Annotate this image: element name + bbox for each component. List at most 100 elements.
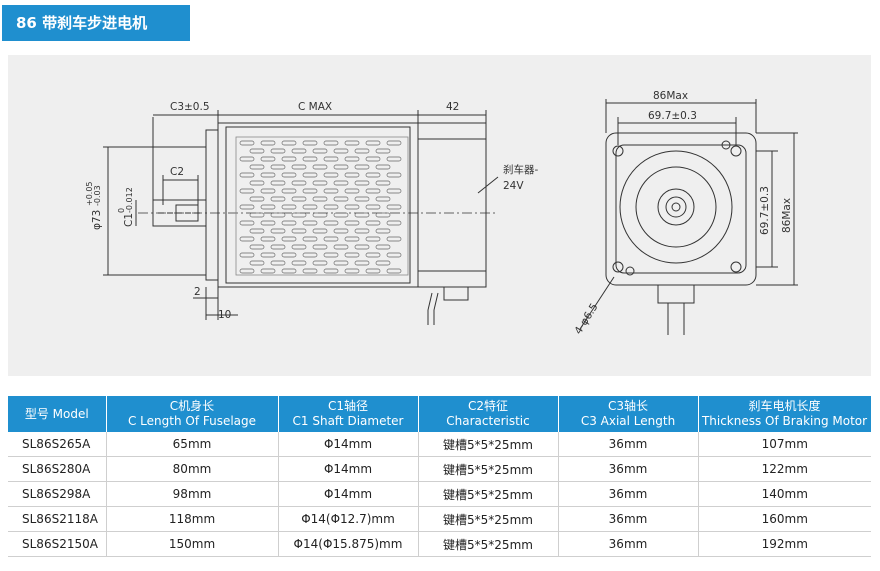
fin-slot bbox=[365, 220, 381, 226]
fin-slot bbox=[291, 260, 307, 266]
cell-shaft: Φ14(Φ15.875)mm bbox=[278, 531, 419, 557]
fin-slot bbox=[260, 252, 276, 258]
fin-slot bbox=[239, 268, 255, 274]
fin-slot bbox=[260, 220, 276, 226]
fin-slot bbox=[323, 236, 339, 242]
fin-slot bbox=[344, 156, 360, 162]
dim-hole-spacing-h: 69.7±0.3 bbox=[648, 110, 697, 122]
fin-slot bbox=[239, 236, 255, 242]
fin-slot bbox=[354, 180, 370, 186]
fin-slot bbox=[260, 204, 276, 210]
fin-slot bbox=[281, 268, 297, 274]
fin-slot bbox=[354, 196, 370, 202]
cell-shaft: Φ14mm bbox=[278, 432, 419, 457]
fin-slot bbox=[375, 244, 391, 250]
dim-10: 10 bbox=[218, 309, 231, 321]
fin-slot bbox=[333, 148, 349, 154]
cell-axial: 36mm bbox=[558, 531, 699, 557]
fin-slot bbox=[312, 196, 328, 202]
fin-slot bbox=[323, 252, 339, 258]
mount-hole bbox=[612, 145, 624, 157]
fin-slot bbox=[270, 148, 286, 154]
cell-shaft: Φ14mm bbox=[278, 481, 419, 507]
spec-table: 型号 Model C机身长 C Length Of Fuselage C1轴径 … bbox=[8, 396, 872, 557]
fin-slot bbox=[249, 180, 265, 186]
cell-model: SL86S265A bbox=[8, 432, 107, 457]
fin-slot bbox=[333, 196, 349, 202]
fin-slot bbox=[365, 204, 381, 210]
fin-slot bbox=[260, 188, 276, 194]
fin-slot bbox=[239, 188, 255, 194]
fin-slot bbox=[323, 172, 339, 178]
fin-slot bbox=[365, 236, 381, 242]
fin-slot bbox=[239, 156, 255, 162]
fin-slot bbox=[249, 196, 265, 202]
fin-slot bbox=[281, 156, 297, 162]
fin-slot bbox=[344, 236, 360, 242]
fin-slot bbox=[302, 140, 318, 146]
fin-slot bbox=[375, 260, 391, 266]
fin-slot bbox=[354, 244, 370, 250]
fin-slot bbox=[239, 252, 255, 258]
fin-slot bbox=[260, 236, 276, 242]
cell-axial: 36mm bbox=[558, 432, 699, 457]
col-header-braking: 刹车电机长度 Thickness Of Braking Motor bbox=[698, 396, 872, 432]
mount-hole bbox=[730, 145, 742, 157]
fin-slot bbox=[302, 204, 318, 210]
fin-slot bbox=[323, 188, 339, 194]
cell-characteristic: 键槽5*5*25mm bbox=[418, 432, 559, 457]
fin-slot bbox=[291, 148, 307, 154]
fin-slot bbox=[354, 260, 370, 266]
fin-slot bbox=[249, 244, 265, 250]
mount-hole bbox=[730, 261, 742, 273]
fin-slot bbox=[239, 140, 255, 146]
fin-slot bbox=[302, 188, 318, 194]
table-row: SL86S298A 98mm Φ14mm 键槽5*5*25mm 36mm 140… bbox=[8, 481, 871, 507]
fin-slot bbox=[249, 148, 265, 154]
technical-drawing: C3±0.5 C MAX 42 C2 刹车器- 24V 2 10 φ73 +0.… bbox=[8, 55, 871, 376]
fin-slot bbox=[302, 220, 318, 226]
mount-hole bbox=[612, 261, 624, 273]
fin-slot bbox=[333, 228, 349, 234]
fin-slot bbox=[386, 236, 402, 242]
fin-slot bbox=[344, 268, 360, 274]
dim-c2: C2 bbox=[170, 166, 184, 178]
fin-slot bbox=[239, 172, 255, 178]
table-row: SL86S2118A 118mm Φ14(Φ12.7)mm 键槽5*5*25mm… bbox=[8, 506, 871, 532]
fin-slot bbox=[386, 188, 402, 194]
fin-slot bbox=[249, 164, 265, 170]
front-boss bbox=[657, 188, 695, 226]
page-title: 86 带刹车步进电机 bbox=[2, 5, 190, 41]
fin-slot bbox=[323, 220, 339, 226]
fin-slot bbox=[344, 204, 360, 210]
fin-slot bbox=[375, 228, 391, 234]
cell-length: 150mm bbox=[106, 531, 279, 557]
fin-slot bbox=[354, 212, 370, 218]
fin-slot bbox=[249, 260, 265, 266]
col-header-shaft: C1轴径 C1 Shaft Diameter bbox=[278, 396, 419, 432]
fin-slot bbox=[249, 212, 265, 218]
fin-slot bbox=[239, 220, 255, 226]
dim-c1-lower: -0.012 bbox=[125, 187, 134, 213]
fin-slot bbox=[365, 268, 381, 274]
fin-slot bbox=[386, 204, 402, 210]
fin-slot bbox=[386, 156, 402, 162]
fin-slot bbox=[312, 164, 328, 170]
drawing-svg: C3±0.5 C MAX 42 C2 刹车器- 24V 2 10 φ73 +0.… bbox=[85, 90, 798, 337]
fin-slot bbox=[260, 140, 276, 146]
table-row: SL86S280A 80mm Φ14mm 键槽5*5*25mm 36mm 122… bbox=[8, 456, 871, 482]
brake-label-1: 刹车器- bbox=[503, 163, 538, 176]
fin-slot bbox=[302, 252, 318, 258]
cell-characteristic: 键槽5*5*25mm bbox=[418, 481, 559, 507]
fin-slot bbox=[365, 188, 381, 194]
dim-c1: C1 bbox=[123, 213, 135, 227]
fin-slot bbox=[365, 252, 381, 258]
cell-braking: 140mm bbox=[698, 481, 871, 507]
fin-slot bbox=[270, 180, 286, 186]
fin-slot bbox=[270, 196, 286, 202]
fin-slot bbox=[333, 260, 349, 266]
fin-slot bbox=[323, 268, 339, 274]
table-row: SL86S2150A 150mm Φ14(Φ15.875)mm 键槽5*5*25… bbox=[8, 531, 871, 557]
fin-slot bbox=[323, 140, 339, 146]
cell-braking: 107mm bbox=[698, 432, 871, 457]
